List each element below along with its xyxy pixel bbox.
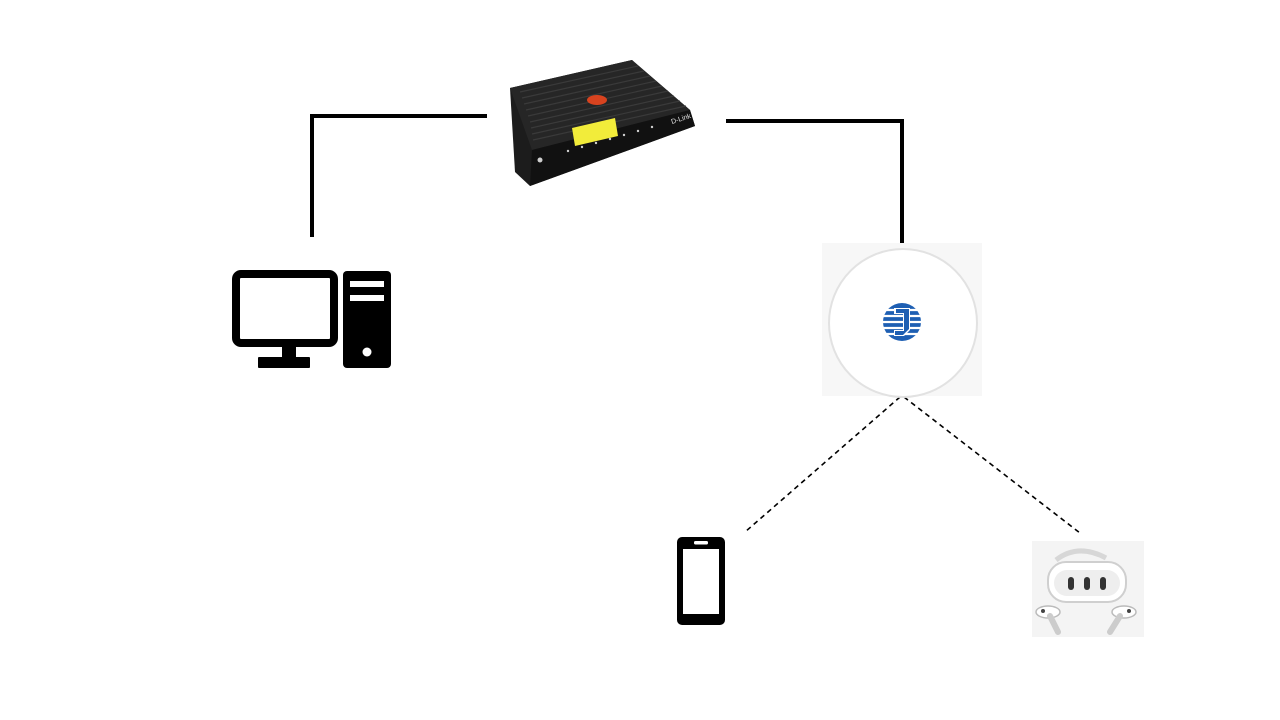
vr-headset-icon (1032, 541, 1144, 637)
desktop-computer-icon (232, 270, 391, 368)
modem-logo-icon (587, 95, 607, 105)
left-controller-icon (1035, 605, 1061, 635)
monitor-icon (232, 270, 338, 368)
smartphone-icon (677, 537, 725, 625)
modem-status-leds (537, 125, 654, 163)
right-controller-icon (1107, 605, 1137, 635)
chunghwa-telecom-logo-icon (883, 303, 921, 341)
wireless-link-ap-vr (903, 396, 1081, 534)
tower-icon (343, 271, 391, 368)
wired-link-modem-desktop (310, 114, 487, 237)
modem-router-icon: D-Link (510, 60, 695, 186)
wireless-link-ap-phone (744, 396, 901, 533)
wifi-access-point-icon (822, 243, 982, 398)
wired-link-modem-access-point (726, 119, 904, 243)
modem-label-sticker (572, 118, 618, 146)
